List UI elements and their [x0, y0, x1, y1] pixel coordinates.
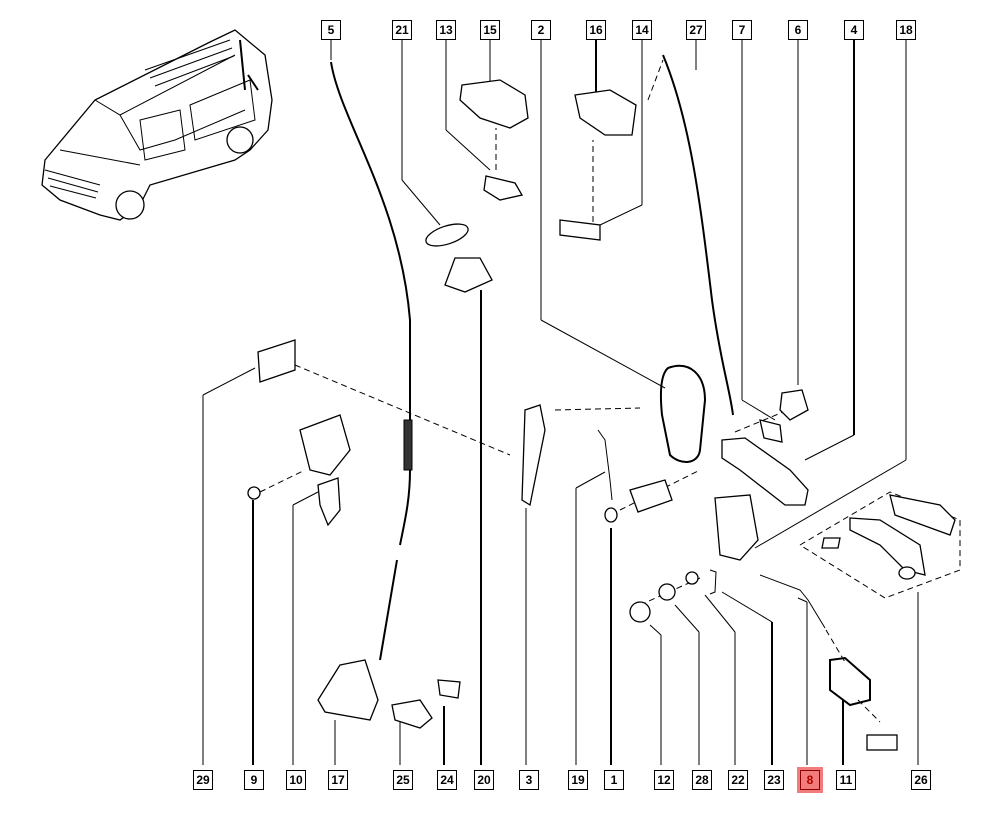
part-23	[709, 569, 717, 595]
callout-12[interactable]: 12	[654, 770, 674, 790]
part-18	[714, 494, 759, 561]
part-22	[685, 571, 699, 585]
callout-21[interactable]: 21	[392, 20, 412, 40]
callout-16[interactable]: 16	[586, 20, 606, 40]
part-2	[659, 364, 707, 463]
part-25	[391, 699, 433, 729]
callout-20[interactable]: 20	[474, 770, 494, 790]
callout-10[interactable]: 10	[286, 770, 306, 790]
callout-26[interactable]: 26	[911, 770, 931, 790]
callout-4[interactable]: 4	[844, 20, 864, 40]
part-3	[521, 404, 546, 507]
callout-22[interactable]: 22	[728, 770, 748, 790]
callout-27[interactable]: 27	[686, 20, 706, 40]
part-21	[425, 223, 469, 247]
callout-5[interactable]: 5	[321, 20, 341, 40]
callout-6[interactable]: 6	[788, 20, 808, 40]
parts	[247, 54, 956, 751]
part-24	[437, 679, 461, 699]
part-29	[257, 339, 296, 383]
callout-3[interactable]: 3	[519, 770, 539, 790]
part-9	[247, 486, 261, 500]
callout-8[interactable]: 8	[800, 770, 820, 790]
callout-29[interactable]: 29	[193, 770, 213, 790]
part-bezel	[866, 734, 898, 751]
part-4	[721, 437, 809, 506]
part-6	[779, 389, 809, 421]
callout-18[interactable]: 18	[896, 20, 916, 40]
part-12	[629, 601, 651, 623]
callout-11[interactable]: 11	[836, 770, 856, 790]
part-8-cable	[759, 574, 826, 629]
part-1	[604, 507, 618, 523]
van-illustration	[41, 29, 273, 221]
part-15	[459, 79, 529, 129]
callout-13[interactable]: 13	[436, 20, 456, 40]
callout-17[interactable]: 17	[328, 770, 348, 790]
callout-9[interactable]: 9	[244, 770, 264, 790]
callout-1[interactable]: 1	[604, 770, 624, 790]
part-cable-sleeve	[403, 419, 413, 471]
callout-24[interactable]: 24	[437, 770, 457, 790]
callout-2[interactable]: 2	[531, 20, 551, 40]
callout-23[interactable]: 23	[764, 770, 784, 790]
part-14	[559, 219, 601, 241]
part-13	[483, 175, 524, 201]
part-7	[759, 419, 783, 443]
part-17	[317, 659, 379, 721]
leader-lines	[202, 38, 919, 765]
callout-19[interactable]: 19	[568, 770, 588, 790]
callout-25[interactable]: 25	[393, 770, 413, 790]
callout-15[interactable]: 15	[480, 20, 500, 40]
part-10	[299, 414, 351, 476]
part-28	[658, 583, 676, 601]
part-16	[574, 89, 637, 136]
part-26	[889, 494, 956, 536]
callout-8-highlight	[797, 767, 823, 793]
part-5-cable	[330, 61, 411, 546]
part-19	[597, 429, 613, 501]
part-11	[829, 656, 871, 707]
callout-28[interactable]: 28	[692, 770, 712, 790]
callout-14[interactable]: 14	[632, 20, 652, 40]
part-20	[444, 257, 493, 293]
part-27-cable	[662, 54, 734, 416]
callout-7[interactable]: 7	[732, 20, 752, 40]
